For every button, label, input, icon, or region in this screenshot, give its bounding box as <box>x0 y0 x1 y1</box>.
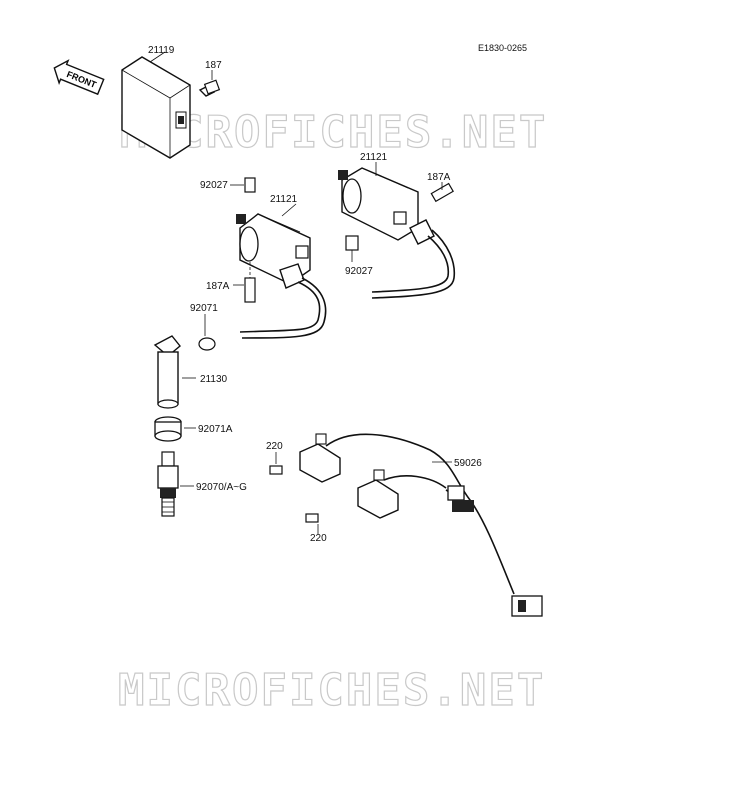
label-220-lower: 220 <box>310 533 327 544</box>
seal-92071 <box>198 314 216 351</box>
label-21119: 21119 <box>148 45 175 56</box>
label-220-upper: 220 <box>266 441 283 452</box>
plug-cap-21130 <box>153 335 196 409</box>
label-187a-left: 187A <box>206 281 230 292</box>
wiring-harness-59026 <box>299 433 543 617</box>
bolt-187 <box>198 70 221 97</box>
label-92071a: 92071A <box>198 424 233 435</box>
screw-220-upper <box>269 452 283 475</box>
label-92071: 92071 <box>190 303 218 314</box>
igniter-box <box>121 51 191 159</box>
bolt-187a-left <box>233 262 256 303</box>
ignition-coil-left <box>236 203 327 339</box>
label-187: 187 <box>205 60 222 71</box>
spacer-92027-upper <box>230 177 256 193</box>
label-21130: 21130 <box>200 374 228 385</box>
label-21121-right: 21121 <box>360 152 388 163</box>
bolt-187a-right <box>430 182 454 203</box>
screw-220-lower <box>305 513 319 534</box>
seal-92071a <box>154 416 196 442</box>
watermark-bottom: MICROFICHES.NET <box>118 665 545 716</box>
label-92070: 92070/A~G <box>196 482 247 493</box>
ignition-coil-right <box>338 162 456 299</box>
label-59026: 59026 <box>454 458 482 469</box>
front-arrow-icon: FRONT <box>53 59 105 96</box>
label-92027-lower: 92027 <box>345 266 373 277</box>
label-92027-upper: 92027 <box>200 180 228 191</box>
label-187a-right: 187A <box>427 172 451 183</box>
label-21121-left: 21121 <box>270 194 298 205</box>
diagram-code: E1830-0265 <box>478 43 527 53</box>
spark-plug-92070 <box>157 451 194 517</box>
spacer-92027-lower <box>345 235 359 262</box>
